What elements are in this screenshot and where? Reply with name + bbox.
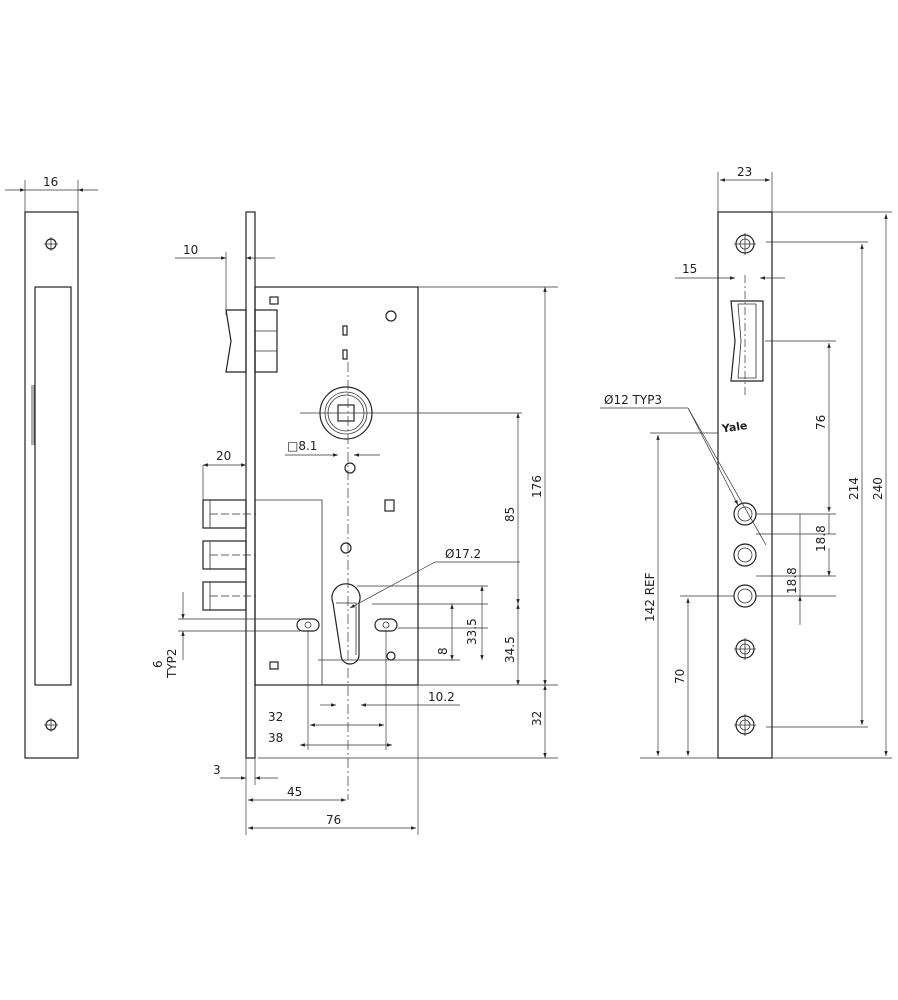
dim-square-8-1: □8.1 xyxy=(287,439,317,453)
dim-18-8-b: 18.8 xyxy=(785,567,799,594)
dim-32-horizontal: 32 xyxy=(268,710,283,724)
side-body xyxy=(34,286,72,686)
dim-8: 8 xyxy=(436,647,450,655)
lock-case xyxy=(254,286,419,686)
dim-20: 20 xyxy=(216,449,231,463)
dim-142-ref: 142 REF xyxy=(643,572,657,622)
dim-10: 10 xyxy=(183,243,198,257)
fixing-slot-icon xyxy=(374,618,398,632)
dim-45: 45 xyxy=(287,785,302,799)
cylinder-cutout xyxy=(331,583,361,665)
deadbolt xyxy=(202,581,256,611)
dim-70: 70 xyxy=(673,669,687,684)
deadbolt xyxy=(202,540,256,570)
dim-typ2: TYP2 xyxy=(165,648,179,679)
dim-76-faceplate: 76 xyxy=(814,415,828,430)
side-faceplate xyxy=(24,211,79,759)
screw-hole-icon xyxy=(44,237,58,251)
side-view: 16 xyxy=(5,175,98,759)
faceplate-view: Yale xyxy=(600,165,892,759)
faceplate xyxy=(717,211,773,759)
forend-strip xyxy=(245,211,256,759)
dim-dia-12-typ3: Ø12 TYP3 xyxy=(604,393,662,407)
dim-32-vertical: 32 xyxy=(530,711,544,726)
dim-15: 15 xyxy=(682,262,697,276)
screw-hole-icon xyxy=(44,718,58,732)
dim-18-8-a: 18.8 xyxy=(814,525,828,552)
dim-240: 240 xyxy=(871,477,885,500)
dim-76: 76 xyxy=(326,813,341,827)
front-view: 10 □8.1 20 Ø17.2 85 176 33.5 8 34.5 xyxy=(151,211,558,835)
dim-176: 176 xyxy=(530,475,544,498)
dim-10-2: 10.2 xyxy=(428,690,455,704)
dim-dia-17-2: Ø17.2 xyxy=(445,547,481,561)
deadbolt xyxy=(202,499,256,529)
fixing-slot-icon xyxy=(296,618,320,632)
dim-6: 6 xyxy=(151,660,165,668)
latch-window xyxy=(730,300,764,382)
dim-23: 23 xyxy=(737,165,752,179)
bolt-hole-icon xyxy=(733,584,757,608)
dim-16: 16 xyxy=(43,175,58,189)
dim-3: 3 xyxy=(213,763,221,777)
screw-hole-icon xyxy=(734,714,756,736)
dim-85: 85 xyxy=(503,507,517,522)
dim-34-5: 34.5 xyxy=(503,636,517,663)
screw-hole-icon xyxy=(734,233,756,255)
dim-33-5: 33.5 xyxy=(465,618,479,645)
bolt-hole-icon xyxy=(733,543,757,567)
dim-38: 38 xyxy=(268,731,283,745)
screw-hole-icon xyxy=(734,638,756,660)
latch-bolt xyxy=(225,309,278,373)
dim-214: 214 xyxy=(847,477,861,500)
brand-logo: Yale xyxy=(720,419,748,436)
